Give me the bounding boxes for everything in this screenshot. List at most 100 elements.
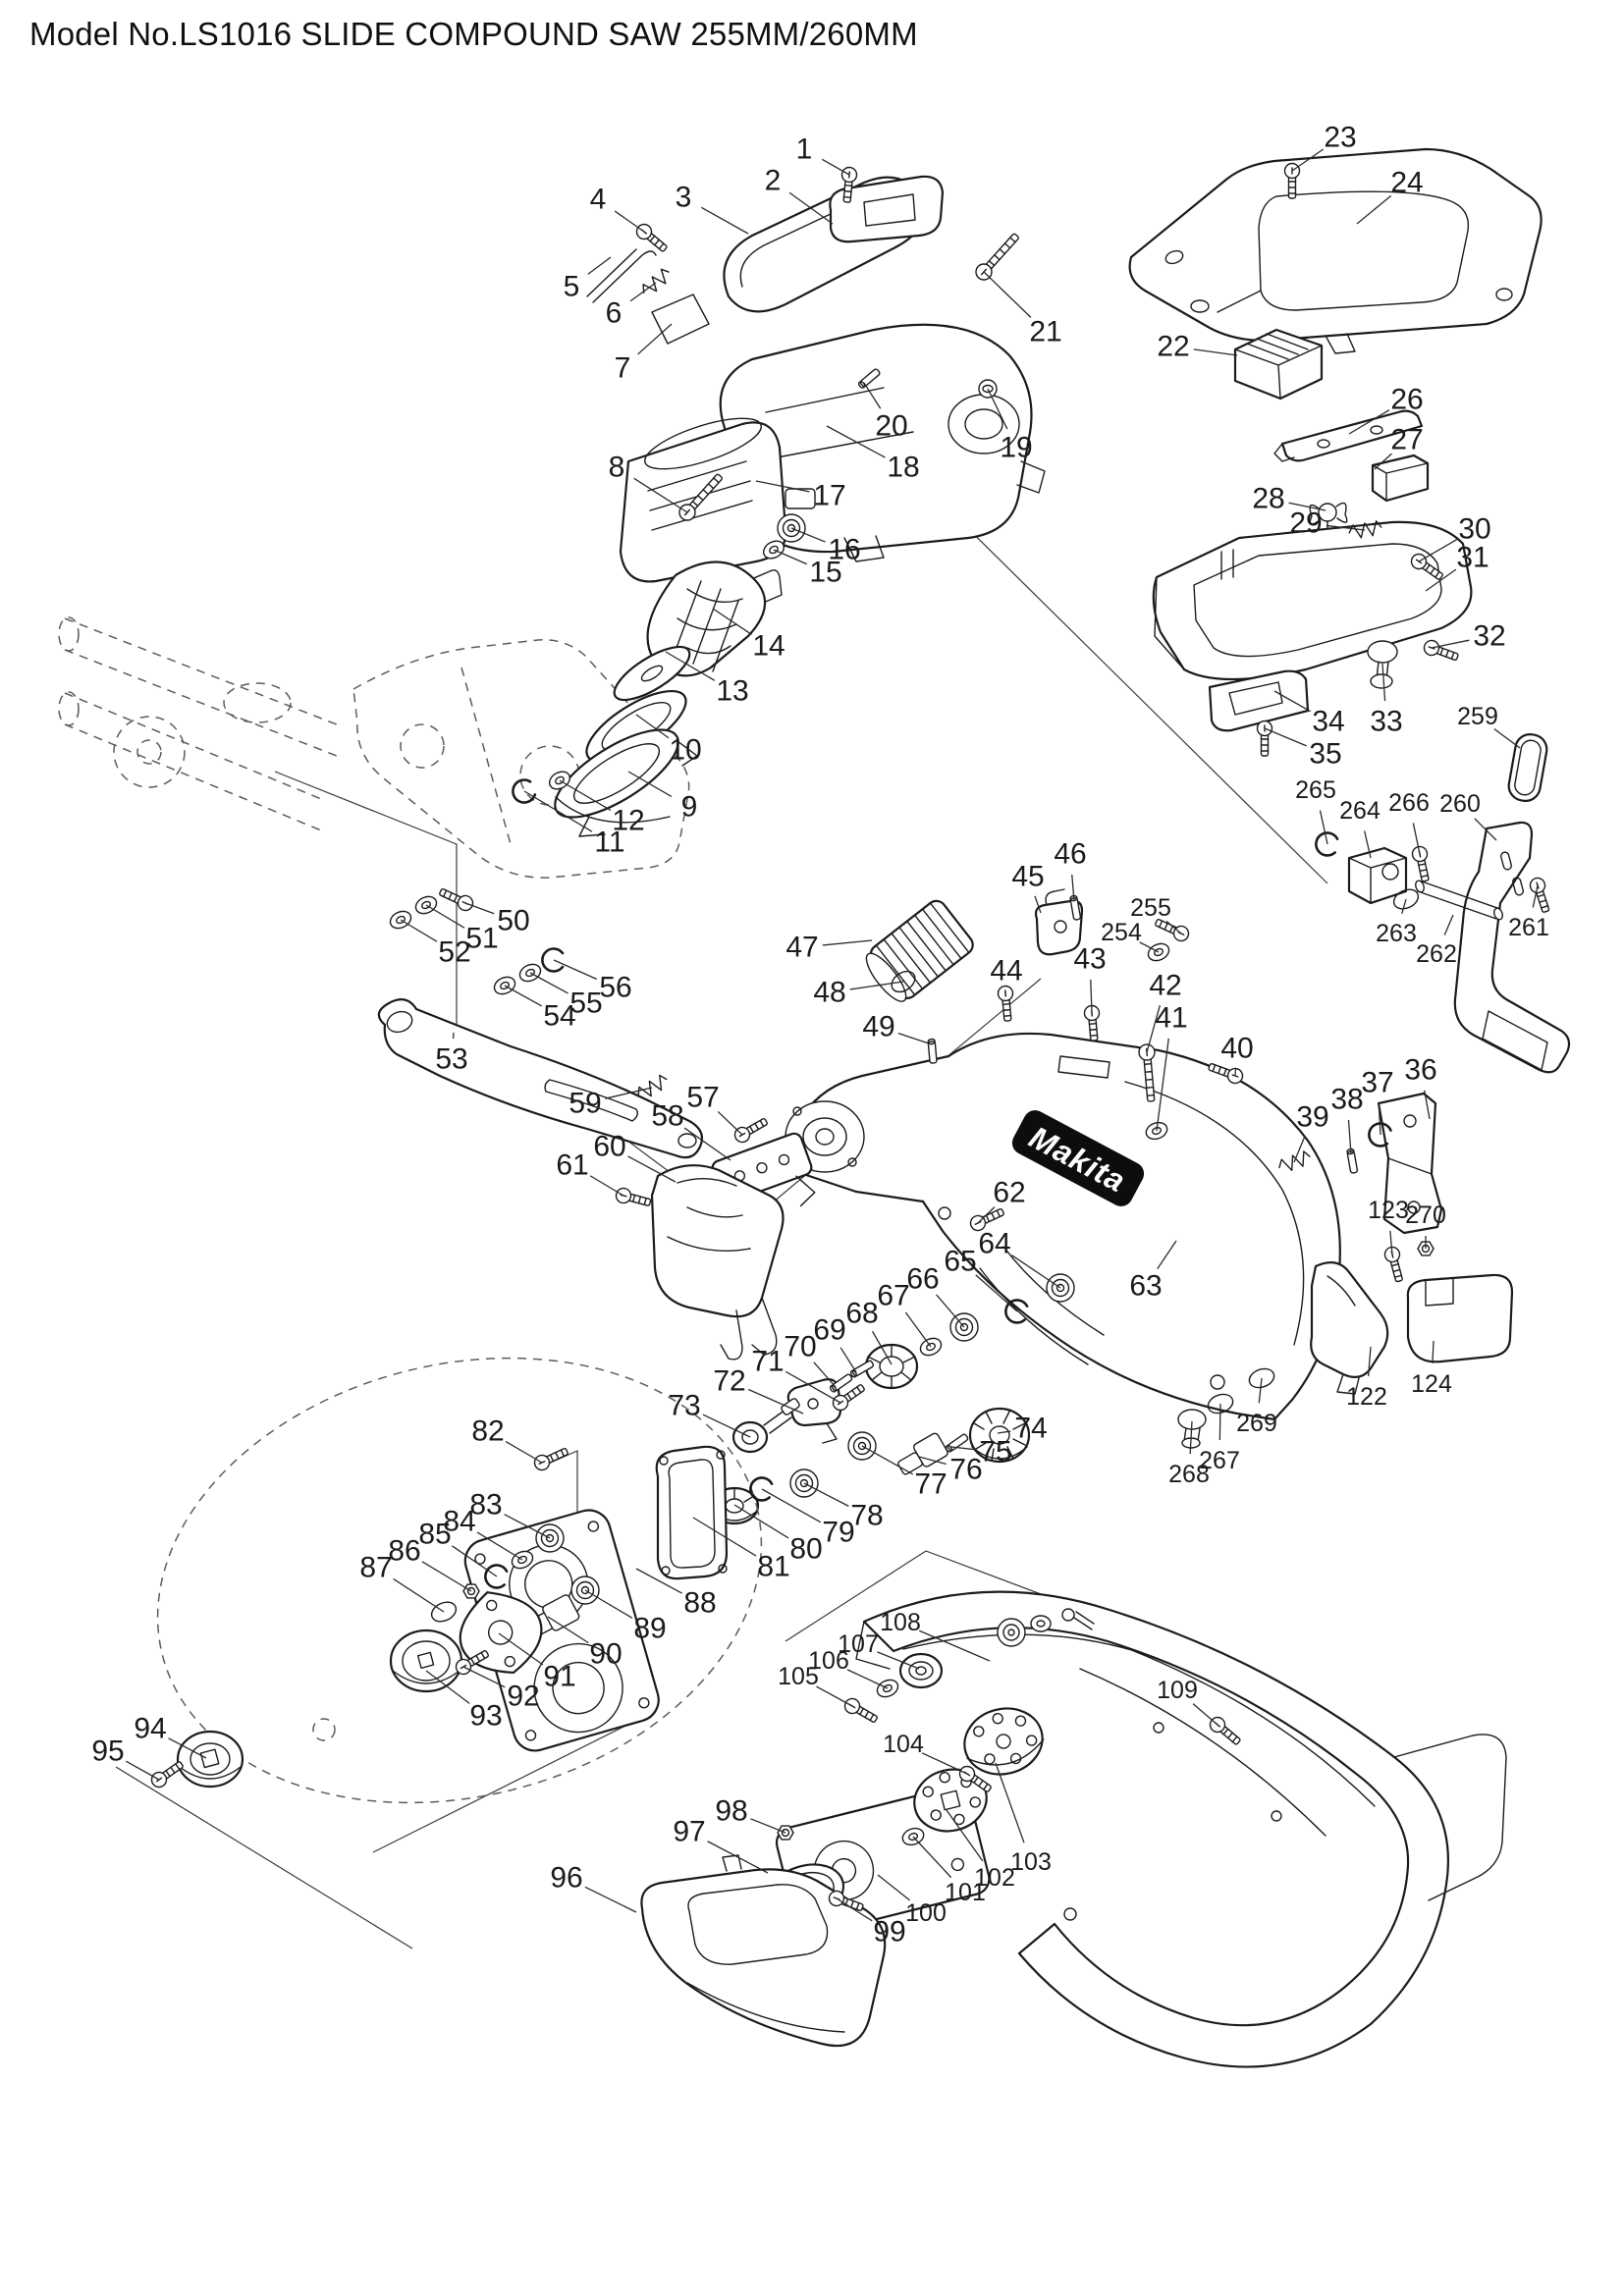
rubber-pad: [651, 294, 710, 345]
part-label-34: 34: [1312, 706, 1344, 738]
part-label-22: 22: [1157, 331, 1189, 363]
part-label-262: 262: [1416, 940, 1457, 968]
rubber-boot: [1507, 733, 1548, 802]
leader-line-96: [584, 1886, 637, 1913]
pivot-link-group: [1347, 733, 1571, 1074]
brand-logo-band: [1011, 1110, 1145, 1206]
part-label-60: 60: [593, 1131, 625, 1163]
part-label-109: 109: [1157, 1677, 1198, 1704]
part-label-14: 14: [752, 630, 785, 663]
part-label-46: 46: [1054, 838, 1086, 871]
ghost-slide-rails: [58, 616, 690, 879]
part-label-71: 71: [751, 1346, 784, 1378]
leader-line-45: [1034, 895, 1042, 914]
leader-line-79: [761, 1488, 822, 1523]
part-label-97: 97: [673, 1816, 705, 1848]
leader-line-70: [813, 1362, 837, 1388]
part-glyph-11: [508, 775, 538, 808]
leader-line-101: [912, 1836, 952, 1879]
part-glyph-82: [531, 1443, 571, 1473]
stopper-knob: [1367, 640, 1398, 664]
part-label-66: 66: [906, 1263, 939, 1296]
part-label-20: 20: [875, 410, 907, 443]
leader-line-84: [476, 1531, 523, 1561]
part-label-268: 268: [1168, 1461, 1210, 1488]
part-label-123: 123: [1368, 1197, 1409, 1224]
leader-line-82: [505, 1440, 543, 1464]
part-label-39: 39: [1296, 1101, 1328, 1134]
part-label-261: 261: [1508, 914, 1549, 941]
part-label-65: 65: [944, 1246, 976, 1278]
torsion-rod: [586, 248, 657, 303]
part-label-43: 43: [1073, 943, 1106, 976]
part-label-122: 122: [1346, 1383, 1387, 1411]
leader-line-259: [1493, 728, 1521, 749]
blade-flange-group: [176, 1730, 244, 1789]
part-glyph-21: [972, 229, 1024, 284]
leader-line-8: [633, 477, 688, 513]
part-label-51: 51: [465, 923, 498, 955]
part-label-55: 55: [569, 988, 602, 1020]
saw-blade-ghost: [156, 1357, 763, 1804]
stopper-lever: [1034, 899, 1084, 956]
part-label-52: 52: [438, 936, 470, 969]
part-label-5: 5: [564, 271, 580, 303]
part-label-74: 74: [1014, 1413, 1047, 1445]
part-label-264: 264: [1339, 797, 1380, 825]
part-label-68: 68: [845, 1298, 878, 1330]
part-label-96: 96: [550, 1862, 582, 1895]
part-label-94: 94: [134, 1713, 166, 1745]
leader-line-86: [421, 1561, 472, 1592]
part-label-84: 84: [443, 1506, 475, 1538]
leader-line-64: [1011, 1255, 1061, 1289]
part-label-98: 98: [715, 1795, 747, 1828]
leader-line-40: [1234, 1068, 1237, 1077]
part-glyph-6: [638, 266, 675, 299]
part-label-35: 35: [1309, 738, 1341, 771]
leader-line-54: [504, 985, 542, 1007]
leader-line-254: [1139, 941, 1160, 953]
part-label-255: 255: [1130, 894, 1171, 922]
part-label-24: 24: [1390, 167, 1423, 199]
leader-line-266: [1412, 823, 1421, 855]
leader-line-50: [464, 902, 495, 915]
part-label-27: 27: [1390, 424, 1423, 456]
part-label-124: 124: [1411, 1370, 1452, 1398]
leader-line-4: [614, 210, 645, 233]
part-label-99: 99: [873, 1916, 905, 1949]
leader-line-103: [995, 1762, 1025, 1843]
part-label-103: 103: [1010, 1848, 1052, 1876]
leader-line-23: [1291, 148, 1325, 172]
leader-line-5: [587, 256, 612, 275]
switch-plate-group: [1273, 409, 1430, 535]
part-label-30: 30: [1458, 513, 1490, 546]
armature-fan: [613, 645, 691, 702]
part-label-260: 260: [1439, 790, 1481, 818]
part-glyph-105: [841, 1695, 881, 1728]
leader-line-108: [919, 1629, 991, 1662]
part-label-53: 53: [435, 1043, 467, 1076]
part-label-63: 63: [1129, 1270, 1162, 1303]
part-label-64: 64: [978, 1228, 1010, 1260]
leader-line-100: [877, 1874, 910, 1901]
part-label-78: 78: [850, 1500, 883, 1532]
part-label-105: 105: [778, 1663, 819, 1690]
part-label-12: 12: [612, 805, 644, 837]
leader-line-21: [983, 271, 1032, 318]
part-label-100: 100: [905, 1899, 947, 1927]
leader-line-37: [1378, 1102, 1381, 1136]
part-glyph-56: [541, 947, 565, 973]
leader-line-14: [712, 608, 752, 635]
leader-line-81: [692, 1517, 757, 1557]
leader-line-28: [1288, 502, 1326, 511]
leader-line-104: [921, 1752, 968, 1775]
part-label-16: 16: [828, 534, 860, 566]
leader-line-47: [822, 939, 873, 946]
front-guard: [640, 1854, 887, 2048]
part-label-266: 266: [1388, 789, 1430, 817]
tray: [1208, 669, 1310, 732]
leader-line-24: [1356, 194, 1392, 225]
part-label-7: 7: [615, 352, 631, 385]
leader-line-265: [1319, 810, 1328, 845]
